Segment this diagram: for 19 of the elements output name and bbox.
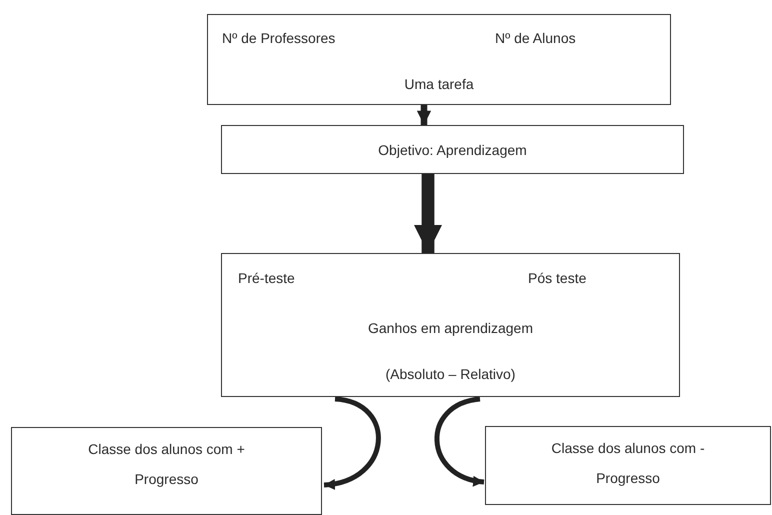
process-box	[485, 426, 771, 505]
arrow	[416, 105, 432, 125]
arrow	[324, 396, 381, 489]
arrow	[414, 174, 442, 253]
box-text: Nº de Professores	[222, 29, 336, 47]
box-text: Pré-teste	[238, 269, 295, 287]
process-box	[221, 253, 680, 397]
box-text: Uma tarefa	[403, 75, 475, 93]
process-box	[207, 14, 671, 105]
box-text: (Absoluto – Relativo)	[384, 365, 516, 383]
box-text: Objetivo: Aprendizagem	[377, 141, 528, 159]
process-box	[221, 125, 684, 174]
box-text: Ganhos em aprendizagem	[367, 319, 534, 337]
box-text: Nº de Alunos	[495, 29, 576, 47]
box-text: Classe dos alunos com + Progresso	[87, 440, 246, 489]
arrow	[434, 396, 484, 486]
box-text: Classe dos alunos com - Progresso	[550, 439, 706, 488]
process-box	[11, 427, 322, 515]
box-text: Pós teste	[528, 269, 586, 287]
